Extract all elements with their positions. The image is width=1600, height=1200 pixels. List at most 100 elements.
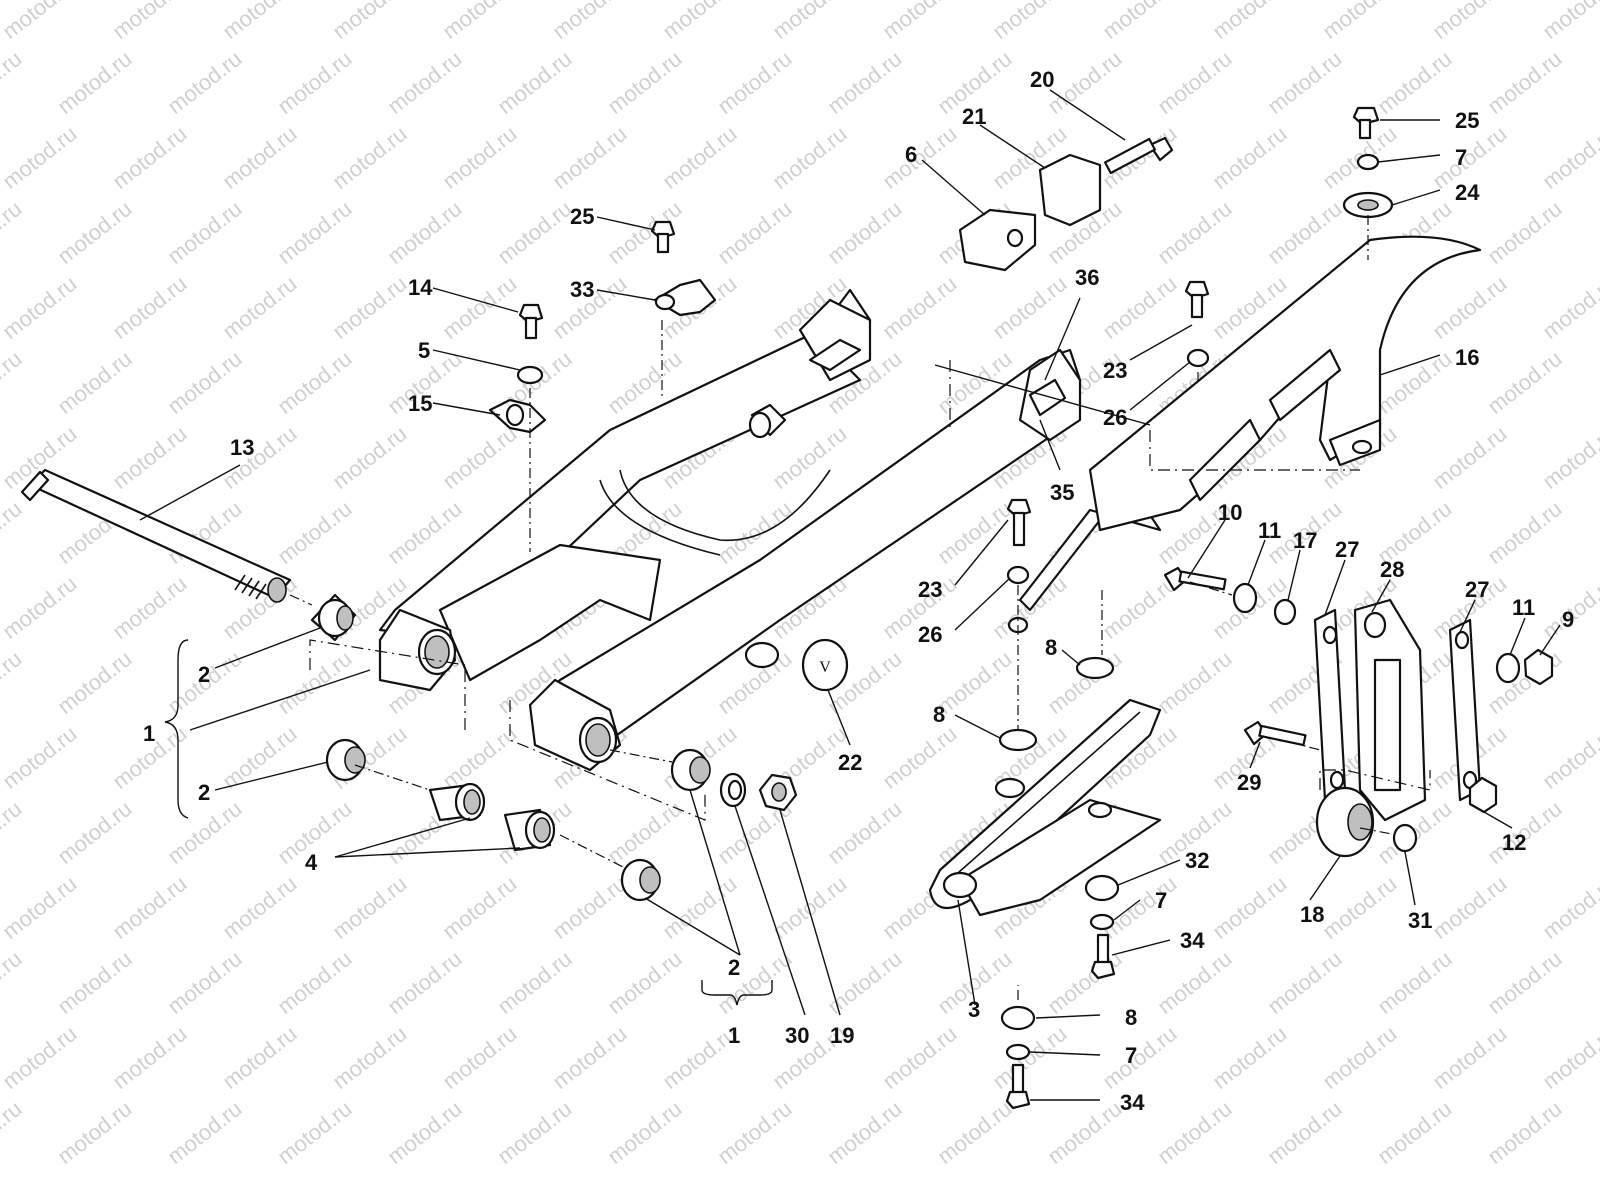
watermark-text: motod.ru (163, 196, 247, 269)
watermark-text: motod.ru (493, 1096, 577, 1169)
watermark-text: motod.ru (713, 946, 797, 1019)
watermark-text: motod.ru (438, 0, 522, 44)
watermark-text: motod.ru (988, 271, 1072, 344)
callout-5: 5 (418, 338, 430, 363)
needle-bearing-2-d (670, 748, 711, 792)
chain-slider (928, 698, 1162, 917)
callout-27b: 27 (1465, 577, 1489, 602)
watermark-text: motod.ru (1538, 871, 1600, 944)
watermark-text: motod.ru (273, 196, 357, 269)
watermark-text: motod.ru (53, 1096, 137, 1169)
watermark-text: motod.ru (438, 871, 522, 944)
watermark-text: motod.ru (163, 796, 247, 869)
callout-2a: 2 (198, 662, 210, 687)
watermark-text: motod.ru (108, 571, 192, 644)
watermark-text: motod.ru (1263, 196, 1347, 269)
watermark-text: motod.ru (1153, 646, 1237, 719)
watermark-text: motod.ru (328, 1021, 412, 1094)
callout-2c: 2 (728, 955, 740, 980)
watermark-text: motod.ru (328, 0, 412, 44)
roller-bushing-31 (1392, 823, 1418, 853)
grommet-24 (1342, 191, 1394, 219)
watermark-text: motod.ru (658, 121, 742, 194)
watermark-text: motod.ru (53, 46, 137, 119)
watermark-text: motod.ru (1538, 0, 1600, 44)
needle-bearing-2-c (620, 858, 661, 902)
watermark-text: motod.ru (108, 871, 192, 944)
watermark-text: motod.ru (273, 946, 357, 1019)
side-plate-27a (1313, 608, 1347, 802)
washer-11a (1232, 582, 1258, 614)
callout-19: 19 (830, 1023, 854, 1048)
bolt-14 (518, 303, 544, 340)
callout-1a: 1 (143, 721, 155, 746)
watermark-text: motod.ru (1318, 1021, 1402, 1094)
watermark-text: motod.ru (823, 196, 907, 269)
watermark-text: motod.ru (0, 1096, 26, 1169)
callout-9: 9 (1562, 607, 1574, 632)
watermark-text: motod.ru (0, 271, 81, 344)
spacer-26a (1186, 348, 1210, 368)
swingarm-pivot-axle (20, 468, 292, 603)
watermark-text: motod.ru (53, 346, 137, 419)
watermark-text: motod.ru (548, 1021, 632, 1094)
roller-bracket-28 (1353, 598, 1427, 822)
callout-1b: 1 (728, 1023, 740, 1048)
watermark-text: motod.ru (218, 721, 302, 794)
watermark-text: motod.ru (1483, 46, 1567, 119)
callout-11a: 11 (1258, 518, 1281, 543)
watermark-text: motod.ru (383, 1096, 467, 1169)
chain-adjuster-21 (1038, 153, 1102, 227)
watermark-text: motod.ru (1538, 121, 1600, 194)
callout-25: 25 (570, 204, 594, 229)
watermark-text: motod.ru (548, 871, 632, 944)
watermark-text: motod.ru (1098, 0, 1182, 44)
roller-18 (1315, 786, 1375, 858)
callout-35: 35 (1050, 480, 1074, 505)
watermark-text: motod.ru (108, 0, 192, 44)
watermark-text: motod.ru (383, 496, 467, 569)
watermark-text: motod.ru (768, 0, 852, 44)
callout-17: 17 (1293, 528, 1317, 553)
brake-hose-clamp-15 (488, 398, 547, 434)
watermark-text: motod.ru (878, 271, 962, 344)
watermark-text: motod.ru (1373, 346, 1457, 419)
assembly-axis-lines (289, 215, 1431, 1000)
nut-19 (758, 773, 798, 812)
watermark-text: motod.ru (1153, 46, 1237, 119)
watermark-text: motod.ru (1208, 871, 1292, 944)
spacer-bushing-4b (503, 808, 556, 852)
callout-31: 31 (1408, 908, 1432, 933)
watermark-text: motod.ru (1373, 946, 1457, 1019)
callout-28: 28 (1380, 557, 1404, 582)
watermark-text: motod.ru (1538, 1021, 1600, 1094)
watermark-text: motod.ru (493, 46, 577, 119)
bolt-34b (1005, 1063, 1031, 1110)
watermark-text: motod.ru (1538, 721, 1600, 794)
watermark-text: motod.ru (273, 46, 357, 119)
callout-27a: 27 (1335, 537, 1359, 562)
callout-8b: 8 (933, 702, 945, 727)
watermark-text: motod.ru (163, 46, 247, 119)
watermark-text: motod.ru (328, 421, 412, 494)
callout-15: 15 (408, 391, 432, 416)
watermark-text: motod.ru (548, 121, 632, 194)
callout-leaders (139, 89, 1561, 1101)
chain-adjuster-block-6 (958, 208, 1037, 272)
watermark-text: motod.ru (0, 346, 26, 419)
watermark-text: motod.ru (0, 496, 26, 569)
watermark-text: motod.ru (383, 946, 467, 1019)
watermark-text: motod.ru (218, 871, 302, 944)
watermark-text: motod.ru (218, 1021, 302, 1094)
callout-32: 32 (1185, 848, 1209, 873)
callout-7b: 7 (1155, 888, 1167, 913)
callout-12: 12 (1502, 830, 1526, 855)
watermark-text: motod.ru (1098, 1021, 1182, 1094)
watermark-text: motod.ru (1483, 196, 1567, 269)
watermark-text: motod.ru (438, 421, 522, 494)
callout-3: 3 (968, 997, 980, 1022)
watermark-text: motod.ru (438, 721, 522, 794)
watermark-text: motod.ru (1483, 1096, 1567, 1169)
watermark-text: motod.ru (493, 946, 577, 1019)
